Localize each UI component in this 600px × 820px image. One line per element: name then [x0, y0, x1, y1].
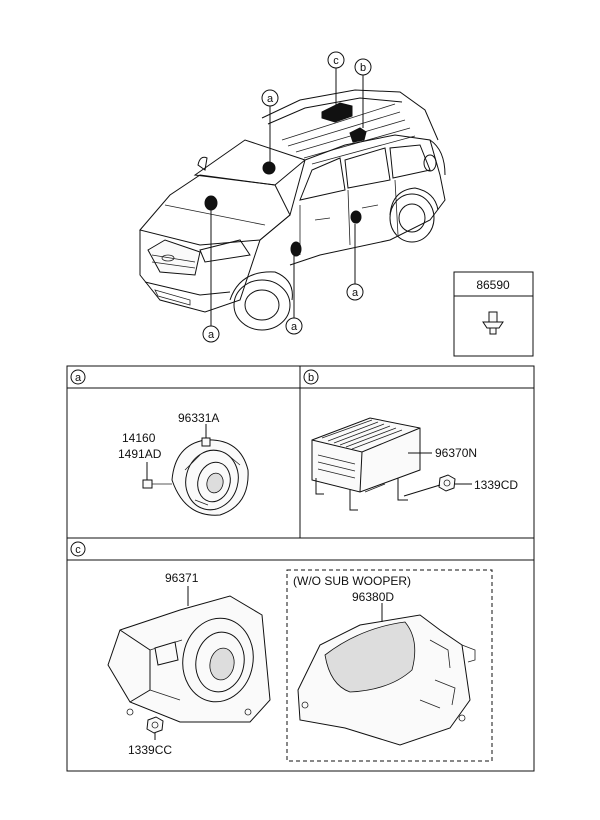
callout-b-top: b — [354, 58, 372, 76]
part-number-96380D: 96380D — [352, 590, 394, 604]
nut-1339CD-drawing — [438, 474, 456, 492]
variant-box — [286, 569, 493, 762]
parts-table — [66, 365, 535, 772]
callout-a-door-rear: a — [346, 283, 364, 301]
part-number-1491AD: 1491AD — [118, 447, 162, 461]
subwoofer-96371-drawing — [107, 595, 271, 723]
part-number-96370N: 96370N — [435, 446, 477, 460]
section-c-header: c — [70, 541, 86, 557]
callout-a-top: a — [261, 89, 279, 107]
part-86590-panel: 86590 — [453, 271, 534, 357]
speaker-96331A-drawing — [142, 437, 249, 516]
amplifier-96370N-drawing — [311, 417, 421, 511]
section-a-header: a — [70, 369, 86, 385]
callout-a-door-front: a — [285, 317, 303, 335]
svg-text:a: a — [352, 287, 359, 299]
callout-c-top: c — [327, 51, 345, 69]
svg-text:a: a — [291, 321, 298, 333]
svg-text:b: b — [360, 62, 366, 74]
svg-text:c: c — [75, 544, 81, 556]
svg-text:a: a — [267, 93, 274, 105]
nut-1339CC-drawing — [146, 716, 164, 734]
svg-text:a: a — [208, 329, 215, 341]
section-b-header: b — [303, 369, 319, 385]
part-number-96331A: 96331A — [178, 411, 219, 425]
svg-text:b: b — [308, 372, 314, 384]
svg-text:c: c — [333, 55, 339, 67]
part-number-14160: 14160 — [122, 431, 156, 445]
part-number-86590: 86590 — [476, 278, 510, 292]
clip-icon — [482, 311, 504, 335]
part-number-1339CD: 1339CD — [474, 478, 518, 492]
part-number-96371: 96371 — [165, 571, 199, 585]
svg-text:a: a — [75, 372, 82, 384]
cover-96380D-drawing — [297, 614, 476, 746]
callout-a-front: a — [202, 325, 220, 343]
variant-note: (W/O SUB WOOPER) — [293, 574, 411, 588]
vehicle-illustration — [139, 89, 446, 331]
part-number-1339CC: 1339CC — [128, 743, 172, 757]
